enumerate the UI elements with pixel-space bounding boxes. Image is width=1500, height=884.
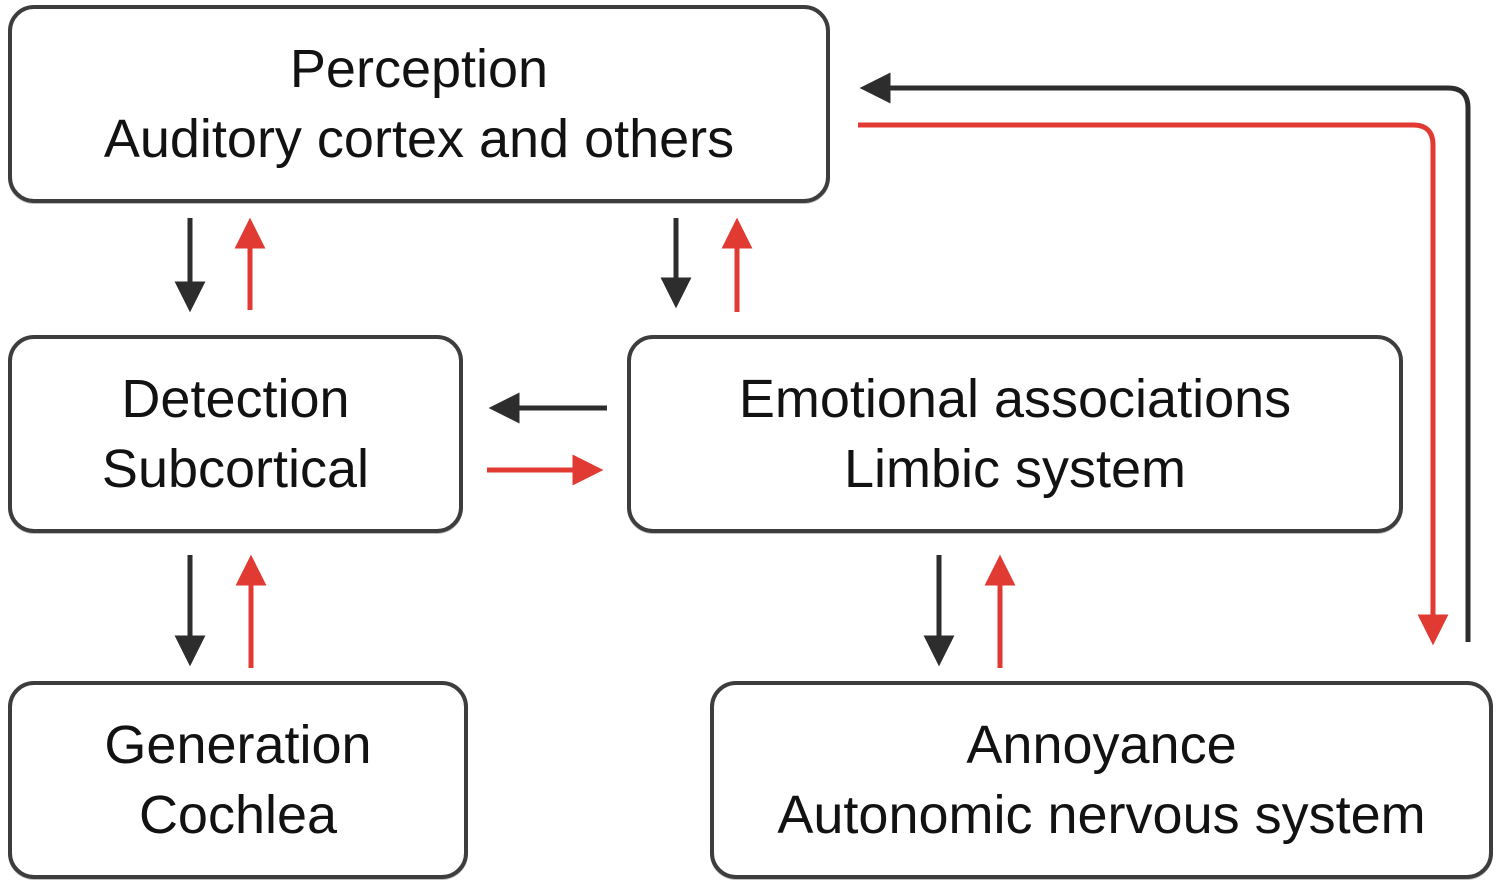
node-detection: Detection Subcortical (8, 335, 463, 533)
node-emotional-subtitle: Limbic system (843, 439, 1187, 499)
node-perception-title: Perception (289, 38, 549, 99)
node-detection-subtitle: Subcortical (101, 439, 370, 499)
node-emotional: Emotional associations Limbic system (627, 335, 1403, 533)
node-detection-title: Detection (121, 368, 350, 429)
node-generation-subtitle: Cochlea (138, 785, 338, 845)
node-perception: Perception Auditory cortex and others (8, 5, 830, 203)
edge-annoyance-to-perception-feedback (859, 72, 1471, 642)
node-annoyance-title: Annoyance (966, 714, 1237, 775)
node-generation: Generation Cochlea (8, 681, 468, 879)
node-emotional-title: Emotional associations (738, 368, 1292, 429)
node-annoyance: Annoyance Autonomic nervous system (710, 681, 1493, 879)
node-perception-subtitle: Auditory cortex and others (103, 109, 735, 169)
node-annoyance-subtitle: Autonomic nervous system (777, 785, 1426, 845)
node-generation-title: Generation (104, 714, 372, 775)
edge-perception-to-annoyance-feedback (858, 122, 1449, 646)
